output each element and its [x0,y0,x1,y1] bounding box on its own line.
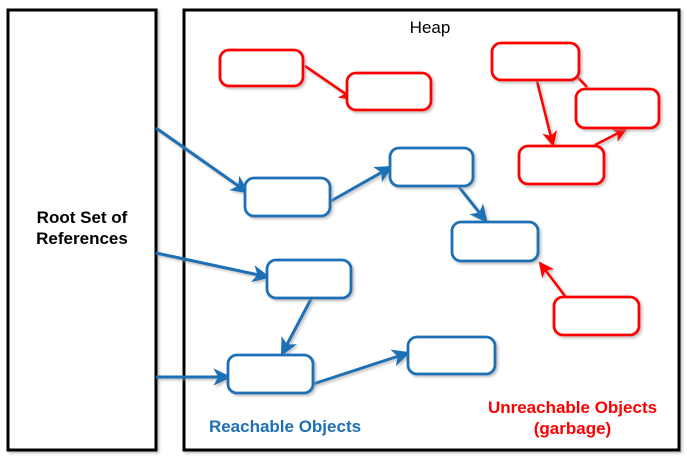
unreachable-object-u1[interactable] [218,48,305,88]
unreachable-object-u6[interactable] [552,295,641,337]
edge-r4-r5 [280,298,313,357]
reachable-object-r6[interactable] [406,335,497,376]
reachable-object-r1[interactable] [243,176,332,218]
legend-unreachable-label: Unreachable Objects (garbage) [487,398,658,438]
reachable-edges [155,126,488,386]
unreachable-object-u2[interactable] [345,71,433,112]
edge-r5-r6 [312,349,411,386]
edge-r2-r3 [457,186,488,223]
edge-u6-r3 [538,261,567,297]
edge-root-r1 [155,126,249,194]
edge-u1-u2 [304,64,355,101]
reachable-object-r2[interactable] [388,146,475,188]
heap-title: Heap [409,18,451,37]
legend-reachable-label: Reachable Objects [208,417,362,436]
edge-u5-u4 [594,127,628,147]
reachable-object-r3[interactable] [450,220,540,263]
edge-root-r4 [155,251,271,283]
reachable-object-r4[interactable] [265,258,353,300]
edge-r1-r2 [330,165,394,203]
reachable-object-r5[interactable] [226,353,315,395]
edge-u3-u5 [535,80,558,148]
unreachable-objects [218,41,661,337]
reachable-objects [226,146,540,395]
unreachable-object-u4[interactable] [574,87,661,130]
unreachable-object-u5[interactable] [517,144,606,186]
root-set-label: Root Set of References [36,208,128,248]
unreachable-object-u3[interactable] [490,41,581,82]
root-set-panel [6,8,158,452]
